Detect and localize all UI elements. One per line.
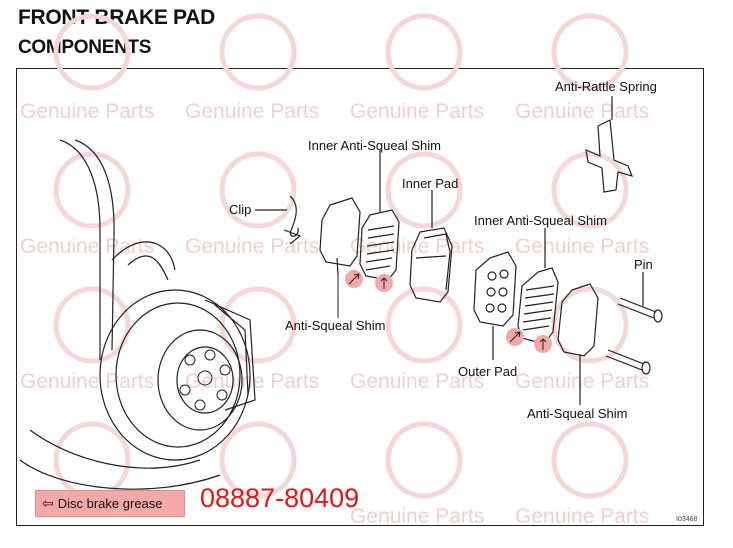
legend-text: Disc brake grease [57, 496, 163, 511]
diagram-frame [16, 68, 704, 526]
label-inner-anti-squeal-shim-left: Inner Anti-Squeal Shim [308, 138, 441, 153]
disc-hub-assembly [19, 139, 256, 490]
grease-part-number: 08887-80409 [200, 483, 360, 513]
inner-anti-squeal-shim-left [319, 197, 361, 276]
label-inner-pad: Inner Pad [402, 176, 459, 191]
grease-legend: ⇦ Disc brake grease [35, 490, 185, 517]
anti-rattle-spring-part [585, 96, 634, 193]
watermark-logos [53, 13, 629, 499]
inner-pad-part [409, 190, 453, 303]
label-anti-squeal-shim-left: Anti-Squeal Shim [285, 318, 386, 333]
label-inner-anti-squeal-shim-right: Inner Anti-Squeal Shim [474, 213, 607, 228]
grease-markers [345, 270, 552, 353]
arrow-left-icon: ⇦ [42, 495, 54, 511]
label-clip: Clip [229, 202, 252, 217]
figure-code: I03468 [676, 516, 698, 523]
page-subtitle: COMPONENTS [18, 37, 152, 58]
label-anti-rattle-spring: Anti-Rattle Spring [555, 79, 657, 94]
clip-part [255, 195, 302, 245]
label-outer-pad: Outer Pad [458, 364, 518, 379]
anti-squeal-shim-right [557, 283, 599, 405]
pin-parts [605, 272, 663, 375]
label-pin: Pin [634, 257, 653, 272]
outer-pad-part [473, 251, 517, 360]
label-anti-squeal-shim-right: Anti-Squeal Shim [527, 406, 628, 421]
